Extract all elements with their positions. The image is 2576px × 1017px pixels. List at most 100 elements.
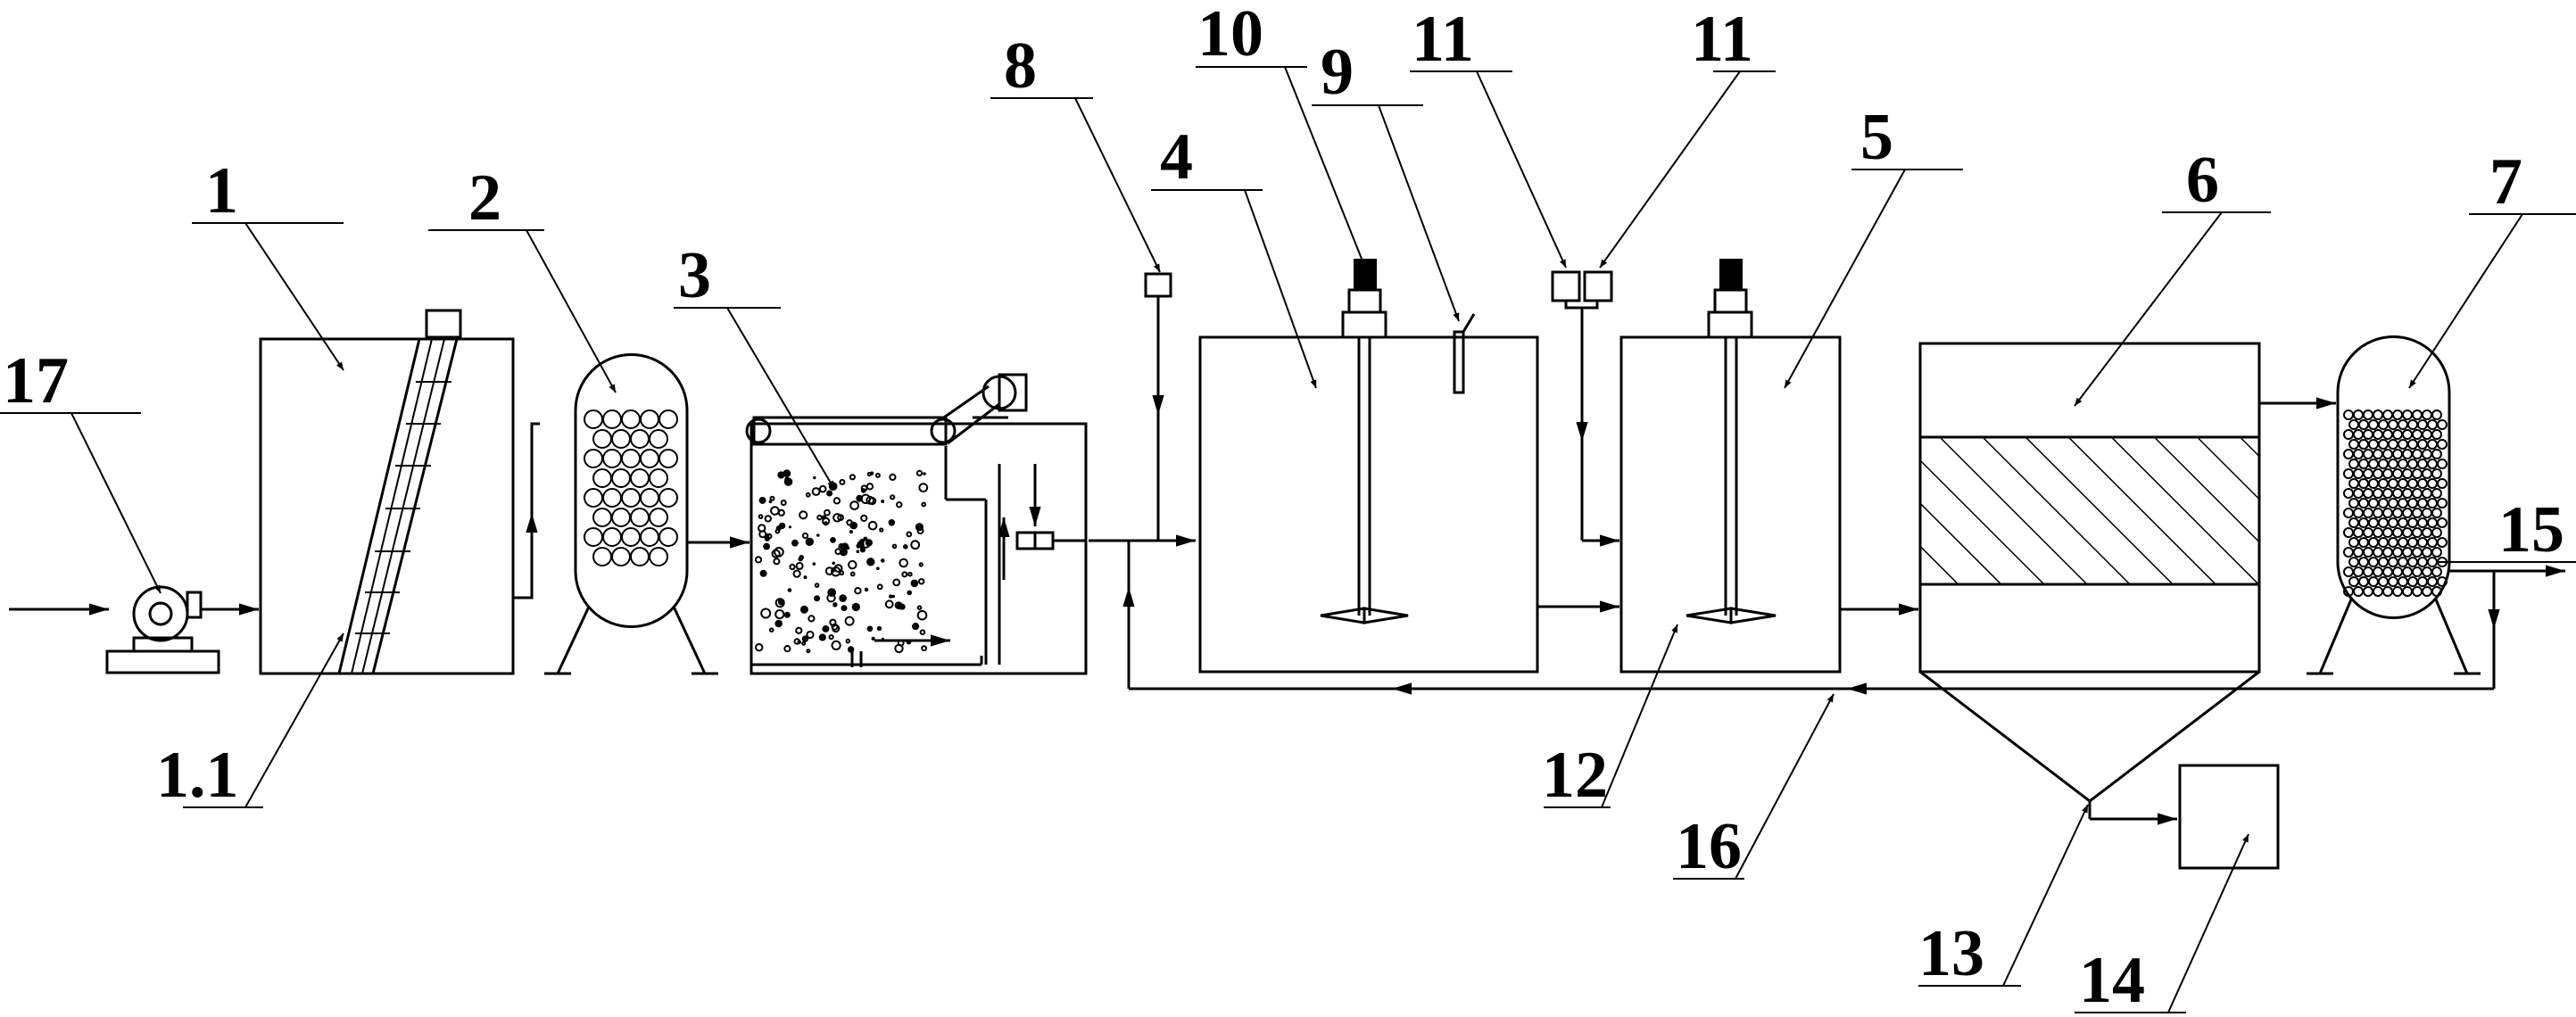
- filter-media-ball: [899, 558, 909, 568]
- bubble: [856, 550, 860, 553]
- filter-media-ball: [2398, 459, 2408, 469]
- filter-media-ball: [919, 629, 926, 636]
- filter-media-ball: [2363, 409, 2373, 420]
- sludge-tank: [2178, 764, 2280, 870]
- filter-media-ball: [2358, 478, 2369, 489]
- filter-media-ball: [915, 469, 924, 477]
- filter-media-ball: [2358, 419, 2369, 430]
- filter-media-ball: [2417, 576, 2428, 587]
- filter-media-ball: [2358, 576, 2369, 587]
- filter-media-ball: [2392, 586, 2403, 597]
- filter-media-ball: [2363, 566, 2373, 577]
- filter-media-ball: [2407, 478, 2418, 489]
- filter-media-ball: [2358, 459, 2369, 469]
- filter-media-ball: [2373, 488, 2383, 499]
- labels: 1 1.1 2 3 4 5 6 7 8 9 10 11 11 12 13 14 …: [3, 0, 2564, 1017]
- filter-media-ball: [2382, 566, 2393, 577]
- filter-media-ball: [2353, 468, 2364, 479]
- filter-media-ball: [832, 513, 842, 523]
- filter-media-ball: [2363, 527, 2373, 538]
- filter-media-ball: [2368, 576, 2379, 587]
- filter-media-ball: [2353, 566, 2364, 577]
- filter-media-ball: [2398, 478, 2408, 489]
- filter-media-ball: [866, 625, 874, 633]
- filter-media-ball: [2431, 429, 2442, 440]
- filter-media-ball: [2417, 557, 2428, 567]
- filter-media-ball: [768, 627, 774, 633]
- filter-media-ball: [2388, 576, 2398, 587]
- bubble: [805, 537, 814, 546]
- filter-media-ball: [916, 605, 923, 611]
- filter-media-ball: [2398, 419, 2408, 430]
- filter-media-ball: [2431, 488, 2442, 499]
- filter-media-ball: [2392, 547, 2403, 558]
- filter-media-ball: [901, 571, 908, 578]
- filter-media-ball: [822, 517, 831, 525]
- filter-media-ball: [2378, 517, 2389, 528]
- filter-media-ball: [2348, 576, 2359, 587]
- bubble: [822, 624, 830, 633]
- filter-media-ball: [2358, 537, 2369, 548]
- filter-media-ball: [2348, 557, 2359, 567]
- label-1-1: 1.1: [156, 739, 239, 812]
- filter-media-ball: [2353, 449, 2364, 459]
- filter-media-ball: [2373, 566, 2383, 577]
- filter-media-ball: [630, 429, 650, 449]
- filter-media-ball: [2378, 498, 2389, 508]
- filter-media-ball: [918, 562, 924, 567]
- filter-media-ball: [611, 547, 631, 566]
- filter-media-ball: [2398, 557, 2408, 567]
- filter-media-ball: [2417, 537, 2428, 548]
- filter-media-ball: [658, 527, 678, 547]
- bubble: [814, 595, 821, 602]
- filter-media-ball: [2412, 409, 2423, 420]
- filter-media-ball: [2427, 557, 2438, 567]
- filter-media-ball: [2422, 508, 2432, 518]
- filter-media-ball: [2431, 566, 2442, 577]
- bubble: [826, 490, 833, 497]
- label-16: 16: [1676, 810, 1742, 883]
- bubble: [888, 519, 896, 526]
- filter-media-ball: [2431, 527, 2442, 538]
- filter-media-ball: [818, 484, 827, 493]
- filter-media-ball: [2437, 498, 2448, 508]
- label-7: 7: [2489, 145, 2522, 219]
- filter-media-ball: [2412, 527, 2423, 538]
- filter-media-ball: [2431, 586, 2442, 597]
- filter-media-ball: [2407, 419, 2418, 430]
- bubble: [910, 579, 919, 588]
- filter-media-ball: [2398, 537, 2408, 548]
- filter-media-ball: [640, 449, 659, 468]
- filter-media-ball: [874, 472, 881, 478]
- bubble: [783, 611, 791, 618]
- bubble: [788, 525, 792, 529]
- bubble: [812, 562, 816, 566]
- bubble: [832, 561, 835, 566]
- filter-media-ball: [2437, 478, 2448, 489]
- filter-media-ball: [2363, 508, 2373, 518]
- filter-media-ball: [2398, 517, 2408, 528]
- filter-media-ball: [2388, 478, 2398, 489]
- filter-media-ball: [2412, 488, 2423, 499]
- filter-media-ball: [2343, 409, 2354, 420]
- filter-media-ball: [2398, 498, 2408, 508]
- filter-media-ball: [798, 556, 803, 562]
- filter-media-ball: [2392, 527, 2403, 538]
- air-flotation-tank: [745, 373, 1196, 675]
- filter-media-ball: [2363, 429, 2373, 440]
- bubble: [759, 569, 767, 577]
- filter-media-ball: [2353, 409, 2364, 420]
- filter-media-ball: [2378, 478, 2389, 489]
- filter-media-ball: [2427, 478, 2438, 489]
- filter-media-ball: [891, 543, 898, 550]
- filter-media-ball: [2388, 557, 2398, 567]
- filter-media-ball: [2373, 508, 2383, 518]
- filter-media-ball: [2343, 488, 2354, 499]
- filter-media-ball: [906, 531, 913, 538]
- filter-media-ball: [2382, 508, 2393, 518]
- filter-media-ball: [826, 593, 836, 603]
- filter-media-ball: [2417, 517, 2428, 528]
- filter-media-ball: [2378, 557, 2389, 567]
- filter-media-ball: [831, 640, 841, 651]
- label-10: 10: [1197, 0, 1263, 70]
